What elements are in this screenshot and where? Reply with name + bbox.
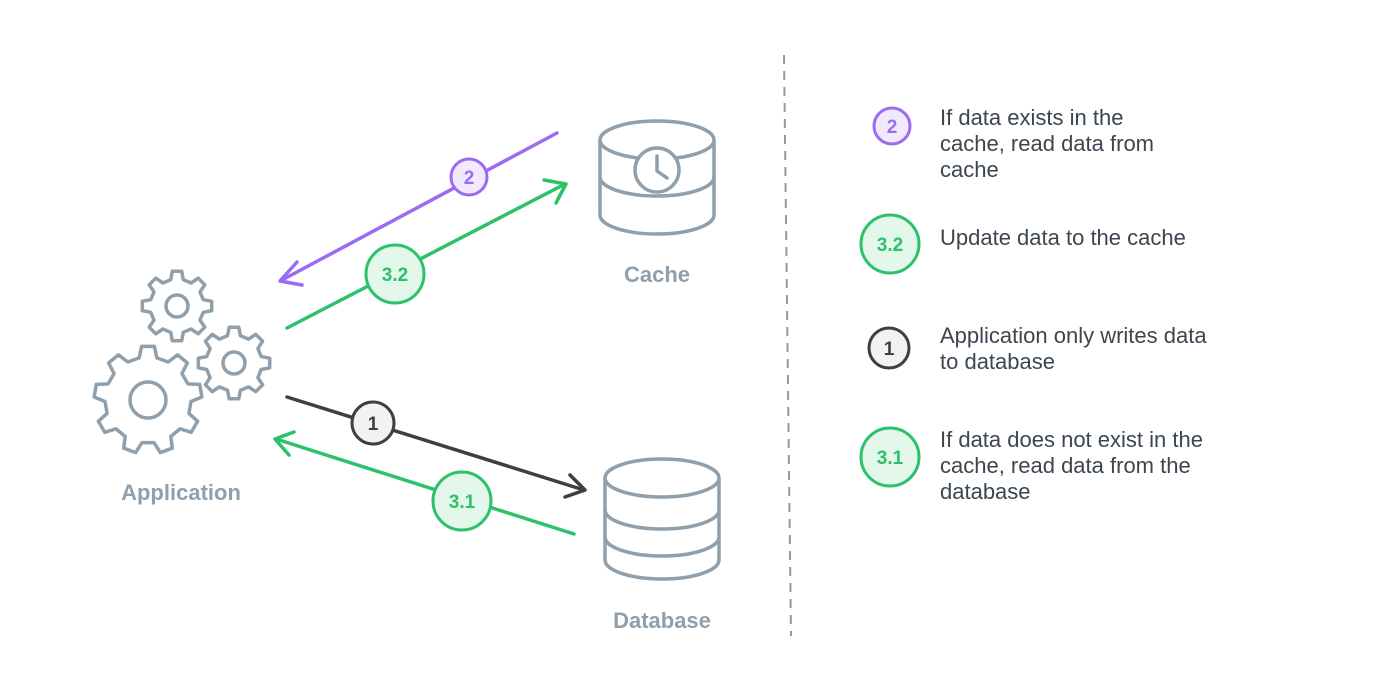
legend: 2 If data exists in the cache, read data… [859, 105, 1207, 504]
database-label: Database [613, 608, 711, 633]
large-gear-icon [92, 344, 204, 455]
database-clock-icon [598, 119, 716, 236]
gears-icon [92, 269, 272, 455]
arrowhead-icon [542, 178, 568, 205]
legend-badge [859, 426, 921, 488]
top-gear-icon [140, 269, 214, 343]
legend-text-line: cache, read data from the [940, 453, 1191, 478]
flow-update-cache: 3.2 [285, 178, 568, 330]
step-badge-text: 2 [464, 168, 475, 189]
application-label: Application [121, 480, 241, 505]
legend-badge-text: 1 [884, 339, 895, 360]
arrowhead-icon [273, 430, 296, 457]
gear-hub [221, 350, 247, 376]
gear-hub [164, 293, 190, 319]
flow-read-cache-line [280, 131, 559, 282]
legend-text-line: cache, read data from [940, 131, 1154, 156]
gear-hub [128, 380, 168, 420]
arrowhead-icon [278, 260, 304, 287]
legend-text-line: Update data to the cache [940, 225, 1186, 250]
legend-badge-text: 3.2 [877, 235, 903, 256]
legend-item: 3.1 If data does not exist in the cache,… [859, 426, 1203, 504]
flow-read-db-line [274, 437, 576, 536]
legend-item: 3.2 Update data to the cache [859, 213, 1186, 275]
legend-badge-text: 2 [887, 117, 898, 138]
database-icon [603, 457, 721, 581]
legend-item: 2 If data exists in the cache, read data… [872, 105, 1154, 182]
step-badge [350, 400, 396, 446]
flow-read-db: 3.1 [273, 430, 576, 536]
legend-badge [867, 326, 911, 370]
divider [783, 54, 792, 637]
flow-write-db-line [285, 395, 586, 492]
step-badge [431, 470, 493, 532]
clock-icon [633, 146, 681, 194]
legend-item: 1 Application only writes data to databa… [867, 323, 1207, 374]
arrowhead-icon [563, 473, 587, 499]
legend-badge [872, 106, 912, 146]
legend-text-line: If data does not exist in the [940, 427, 1203, 452]
step-badge [449, 157, 489, 197]
step-badge-text: 3.1 [449, 492, 476, 513]
legend-text-line: database [940, 479, 1031, 504]
step-badge [364, 243, 426, 305]
flow-write-db: 1 [285, 395, 587, 499]
step-badge-text: 3.2 [382, 265, 408, 286]
flow-update-cache-line [285, 182, 567, 330]
cache-label: Cache [624, 262, 690, 287]
legend-text-line: If data exists in the [940, 105, 1123, 130]
legend-text-line: cache [940, 157, 999, 182]
step-badge-text: 1 [368, 414, 379, 435]
legend-text-line: to database [940, 349, 1055, 374]
right-gear-icon [196, 325, 272, 401]
legend-badge-text: 3.1 [877, 448, 904, 469]
legend-badge [859, 213, 921, 275]
flow-read-cache: 2 [278, 131, 559, 287]
legend-text-line: Application only writes data [940, 323, 1207, 348]
